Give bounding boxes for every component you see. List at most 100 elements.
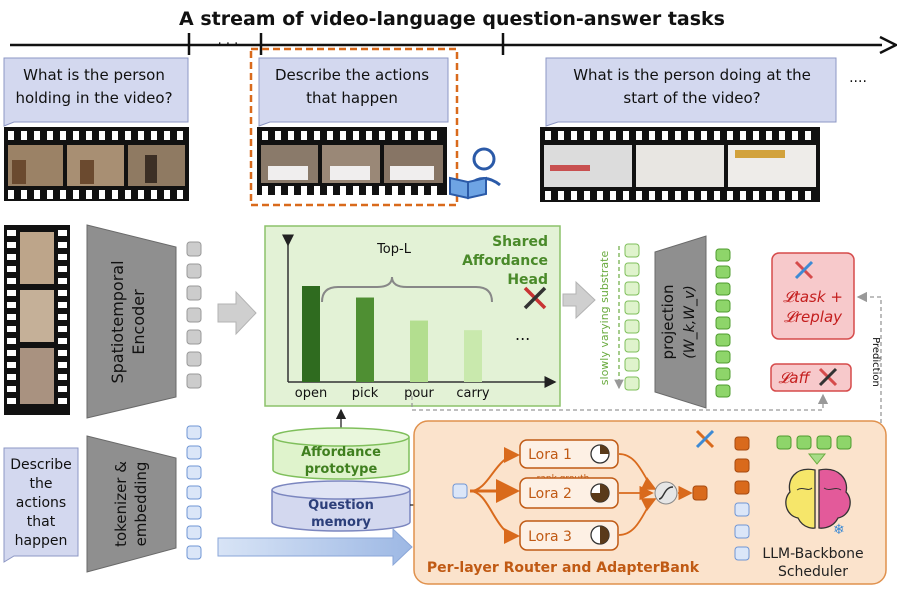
router-output-token — [692, 485, 708, 501]
film-hole — [766, 191, 772, 200]
film-hole — [766, 131, 772, 140]
bar-label-pick: pick — [352, 386, 379, 401]
film-hole — [418, 131, 424, 140]
route-to-lora-3 — [469, 490, 520, 544]
film-hole — [8, 131, 14, 140]
film-hole — [58, 374, 67, 380]
film-hole — [714, 191, 720, 200]
film-hole — [597, 191, 603, 200]
prediction-label: Prediction — [870, 337, 881, 387]
film-hole — [558, 131, 564, 140]
film-hole — [58, 398, 67, 404]
film-hole — [58, 266, 67, 272]
film-hole — [636, 191, 642, 200]
film-hole — [740, 131, 746, 140]
router-tools-icon — [695, 429, 715, 449]
film-hole — [649, 191, 655, 200]
prediction-arrow — [856, 291, 882, 500]
film-hole — [138, 190, 144, 199]
text-token-column — [186, 425, 202, 560]
projected-token-column — [715, 248, 731, 398]
question-memory-store — [271, 480, 411, 532]
film-hole — [7, 398, 16, 404]
film-hole — [327, 131, 333, 140]
film-hole — [58, 350, 67, 356]
film-hole — [366, 186, 372, 195]
bar-label-open: open — [295, 386, 327, 401]
film-hole — [58, 338, 67, 344]
film-hole — [151, 131, 157, 140]
film-hole — [753, 191, 759, 200]
text-to-router-arrow — [217, 527, 413, 567]
question-1-line-1: What is the person — [23, 66, 165, 84]
memory-label-1: Question — [308, 498, 374, 513]
bar-label-carry: carry — [456, 386, 490, 401]
film-hole — [112, 190, 118, 199]
film-hole — [571, 131, 577, 140]
film-hole — [688, 131, 694, 140]
film-hole — [392, 131, 398, 140]
film-hole — [58, 362, 67, 368]
bar-open — [302, 286, 320, 382]
film-hole — [805, 131, 811, 140]
encoder-to-head-arrow — [217, 290, 257, 336]
film-hole — [623, 131, 629, 140]
film-hole — [58, 254, 67, 260]
film-hole — [314, 186, 320, 195]
spatiotemporal-encoder — [86, 224, 177, 419]
film-hole — [740, 191, 746, 200]
film-hole — [73, 190, 79, 199]
film-hole — [7, 386, 16, 392]
timeline-arrowhead — [879, 35, 897, 55]
film-hole — [60, 131, 66, 140]
film-hole — [688, 191, 694, 200]
film-hole — [164, 131, 170, 140]
film-hole — [7, 314, 16, 320]
timeline-dots: · · · — [218, 37, 239, 52]
mixed-token-column — [734, 436, 750, 561]
aff-loss-tools-icon — [818, 367, 838, 387]
film-hole — [7, 290, 16, 296]
text-input-line-1: Describe — [10, 457, 72, 473]
film-hole — [558, 191, 564, 200]
projection-formula: (W_k,W_v) — [682, 285, 698, 358]
lora-3-rank-fill — [600, 526, 609, 544]
film-hole — [86, 190, 92, 199]
sigmoid-glyph — [658, 486, 674, 500]
film-hole — [340, 131, 346, 140]
film-hole — [405, 186, 411, 195]
affordance-loss-label: 𝓛aff — [779, 369, 812, 387]
learner-icon — [449, 147, 501, 200]
film-hole — [7, 338, 16, 344]
film-hole — [431, 186, 437, 195]
question-card-1 — [3, 57, 189, 127]
film-hole — [727, 191, 733, 200]
film-hole — [379, 186, 385, 195]
film-hole — [327, 186, 333, 195]
film-hole — [58, 230, 67, 236]
film-hole — [571, 191, 577, 200]
head-to-substrate-arrow — [562, 280, 596, 320]
film-hole — [405, 131, 411, 140]
film-hole — [610, 191, 616, 200]
film-hole — [314, 131, 320, 140]
film-hole — [7, 326, 16, 332]
film-hole — [47, 131, 53, 140]
head-title-2: Affordance — [462, 253, 548, 269]
film-hole — [714, 131, 720, 140]
memory-label-2: memory — [311, 515, 371, 530]
film-hole — [545, 131, 551, 140]
film-hole — [623, 191, 629, 200]
film-hole — [792, 191, 798, 200]
router-caption: Per-layer Router and AdapterBank — [427, 560, 700, 576]
text-input-card — [3, 447, 79, 563]
film-hole — [431, 131, 437, 140]
film-hole — [353, 186, 359, 195]
lora-1-rank-fill — [600, 445, 609, 454]
film-hole — [418, 186, 424, 195]
film-hole — [7, 302, 16, 308]
tools-icon — [523, 286, 547, 310]
substrate-token-column — [624, 243, 640, 391]
visual-token-column — [186, 241, 202, 389]
